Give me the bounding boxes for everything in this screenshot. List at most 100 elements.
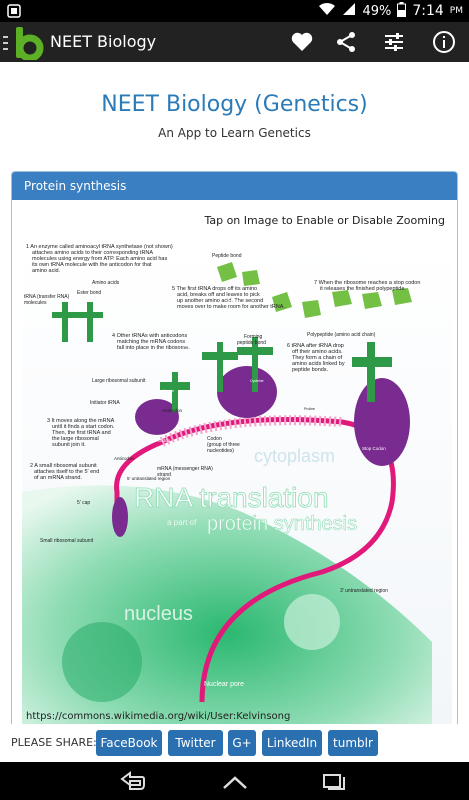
app-logo[interactable] — [12, 26, 44, 62]
panel-title: Protein synthesis — [12, 172, 457, 200]
step5-text: 5 The first tRNA drops off its amino — [172, 286, 257, 292]
label-anticodon: Anticodon — [162, 408, 183, 413]
label-initiator: Initiator tRNA — [90, 400, 120, 406]
label-stop-codon: Stop Codon — [362, 446, 386, 451]
nucleus-label: nucleus — [124, 603, 193, 625]
label-large-subunit: Large ribosomal subunit — [92, 378, 146, 384]
step1-text: 1 An enzyme called aminoacyl tRNA synthe… — [26, 244, 173, 250]
aa-histidine: Histidine — [267, 411, 280, 415]
page-title: NEET Biology (Genetics) — [101, 92, 368, 117]
step5-text-b: acid, breaks off and leaves to pick — [177, 292, 260, 298]
step2-text-b: attaches itself to the 5' end — [34, 469, 99, 475]
share-icon[interactable] — [334, 30, 358, 54]
label-codon: Codon — [207, 436, 222, 442]
aa-cysteine: Cysteine — [250, 379, 264, 383]
label-utr3: 3' untranslated region — [340, 588, 388, 594]
clock: 7:14 — [412, 3, 444, 19]
step5-text-c: up another amino acid. The second — [177, 298, 263, 304]
settings-sliders-icon[interactable] — [382, 30, 406, 54]
wifi-icon — [318, 2, 336, 20]
step7-text-b: it releases the finished polypeptide. — [320, 286, 406, 292]
image-credit: https://commons.wikimedia.org/wiki/User:… — [26, 711, 291, 722]
step3-text: 3 It moves along the mRNA — [47, 418, 115, 424]
step5-text-d: moves over to make room for another tRNA… — [177, 304, 285, 310]
aa-methionine: Methionine — [157, 389, 174, 393]
label-utr5: 5' untranslated region — [127, 476, 171, 481]
drawer-menu-icon[interactable] — [3, 35, 8, 50]
info-icon[interactable] — [432, 30, 456, 54]
aa-alanine: Alanine — [262, 319, 274, 323]
step3-text-e: subunit join it. — [52, 442, 86, 448]
aa-leucine: Leucine — [202, 414, 214, 418]
zoom-hint: Tap on Image to Enable or Disable Zoomin… — [204, 214, 445, 227]
app-title: NEET Biology — [50, 32, 157, 51]
label-trna: tRNA (transfer RNA) — [24, 294, 70, 300]
rna-translation-label: RNA translation — [134, 482, 329, 513]
battery-icon — [397, 1, 407, 21]
diagram-container[interactable]: Tap on Image to Enable or Disable Zoomin… — [12, 200, 457, 731]
nuclear-pore-label: Nuclear pore — [204, 681, 244, 688]
label-small-subunit: Small ribosomal subunit — [40, 538, 94, 544]
step3-text-b: until it finds a start codon. — [52, 424, 115, 430]
step3-text-c: Then, the first tRNA and — [52, 430, 111, 436]
small-ribosomal-subunit — [112, 497, 128, 537]
aa-lysine: Lysine — [284, 309, 294, 313]
protein-synthesis-diagram[interactable]: 1 An enzyme called aminoacyl tRNA synthe… — [22, 242, 452, 731]
aa-proline: Proline — [304, 407, 315, 411]
aa-glycine: Glycine — [227, 299, 239, 303]
share-label: PLEASE SHARE: — [11, 736, 97, 749]
signal-icon — [342, 2, 356, 20]
home-icon[interactable] — [222, 775, 248, 794]
protein-synthesis-label: protein synthesis — [207, 513, 357, 535]
label-anticodon-2: Anticodon — [114, 456, 135, 461]
pm-label: PM — [449, 6, 463, 16]
step3-text-d: the large ribosomal — [52, 436, 99, 442]
back-icon[interactable] — [118, 771, 146, 795]
step6-text-e: peptide bonds. — [292, 367, 329, 373]
recent-apps-icon[interactable] — [322, 773, 346, 795]
linkedin-share-button[interactable]: LinkedIn — [262, 730, 322, 756]
facebook-share-button[interactable]: FaceBook — [96, 730, 162, 756]
step2-text-c: of an mRNA strand. — [34, 475, 82, 481]
cytoplasm-label: cytoplasm — [254, 446, 335, 466]
step7-text: 7 When the ribosome reaches a stop codon — [314, 280, 420, 286]
step2-text: 2 A small ribosomal subunit — [30, 463, 97, 469]
step1-text-b: attaches amino acids to their correspond… — [32, 250, 153, 256]
label-amino-acids: Amino acids — [92, 280, 120, 286]
twitter-share-button[interactable]: Twitter — [168, 730, 223, 756]
a-part-of-label: a part of — [167, 518, 197, 527]
label-polypeptide: Polypeptide (amino acid chain) — [307, 332, 376, 338]
step1-text-d: its own tRNA molecule with the anticodon… — [32, 262, 152, 268]
aa-arginine: Arginine — [338, 425, 351, 429]
share-bar: PLEASE SHARE: FaceBook Twitter G+ Linked… — [0, 724, 469, 762]
large-ribosomal-subunit — [135, 399, 179, 435]
label-cap5: 5' cap — [77, 500, 90, 506]
tumblr-share-button[interactable]: tumblr — [328, 730, 378, 756]
step6-text-c: They form a chain of — [292, 355, 343, 361]
status-bar: 49% 7:14 PM — [0, 0, 469, 22]
step1-text-e: amino acid. — [32, 268, 61, 274]
label-codon-b: (group of three — [207, 442, 240, 448]
label-mrna-b: strand — [157, 472, 171, 478]
label-peptide-bond: Peptide bond — [212, 253, 242, 259]
label-start-codon: Start codon — [147, 438, 171, 443]
label-ester-bond: Ester bond — [77, 290, 101, 296]
step1-text-c: molecules using energy from ATP. Each am… — [32, 256, 167, 262]
page-subtitle: An App to Learn Genetics — [158, 126, 311, 140]
aa-serine: Serine — [182, 344, 192, 348]
label-trna-b: molecules — [24, 300, 47, 306]
step6-text: 6 tRNA after tRNA drop — [287, 343, 344, 349]
topic-panel: Protein synthesis Tap on Image to Enable… — [11, 171, 458, 731]
step6-text-b: off their amino acids. — [292, 349, 343, 355]
label-mrna: mRNA (messenger RNA) — [157, 466, 213, 472]
step4-text-b: matching the mRNA codons — [117, 339, 185, 345]
notification-icon — [6, 3, 22, 23]
step4-text-c: fall into place in the ribosome. — [117, 345, 190, 351]
step4-text: 4 Other tRNAs with anticodons — [112, 333, 187, 339]
label-forming: Forming — [244, 334, 263, 340]
action-bar: NEET Biology — [0, 22, 469, 62]
battery-percentage: 49% — [362, 3, 392, 19]
label-codon-c: nucleotides) — [207, 448, 234, 454]
favorite-heart-icon[interactable] — [290, 30, 314, 54]
gplus-share-button[interactable]: G+ — [228, 730, 256, 756]
